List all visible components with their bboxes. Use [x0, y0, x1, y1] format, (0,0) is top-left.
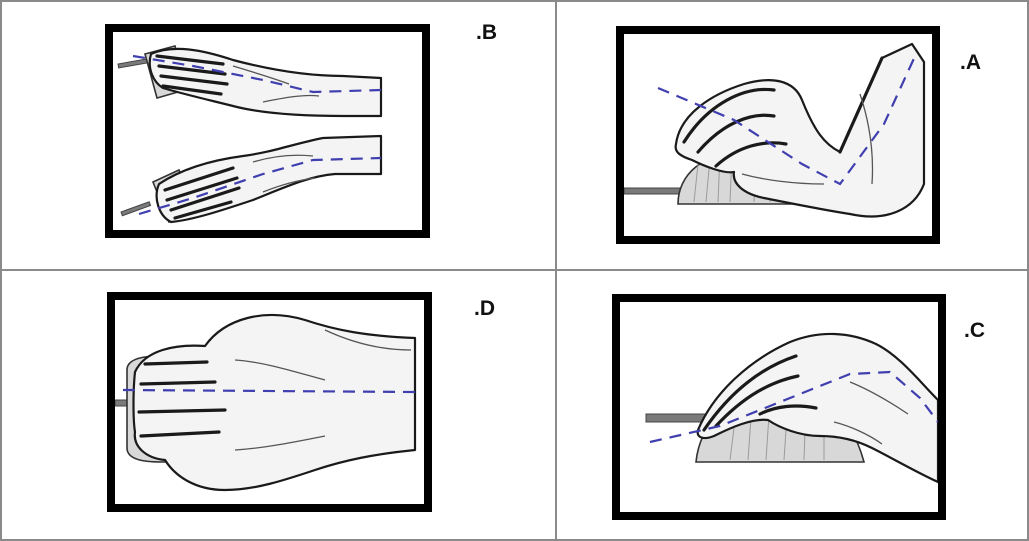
panel-d-frame: [107, 292, 432, 512]
panel-b: .B: [0, 0, 556, 270]
panel-b-frame: [105, 24, 430, 238]
panel-d-label: .D: [474, 298, 495, 319]
panel-c: .C: [556, 270, 1029, 541]
hand-side-view-bent-wrist-illustration: [624, 34, 932, 236]
panel-c-frame: [612, 294, 946, 520]
lower-hand: [121, 136, 381, 222]
upper-hand: [118, 46, 381, 116]
panel-b-label: .B: [476, 22, 497, 43]
panel-a-frame: [616, 26, 940, 244]
panel-c-label: .C: [964, 320, 985, 341]
flat-hand: [134, 315, 416, 490]
panel-d: .D: [0, 270, 556, 541]
hand-side-view-neutral-wrist-illustration: [620, 302, 938, 512]
panel-a: .A: [556, 0, 1029, 270]
hand-top-view-straight-illustration: [115, 300, 424, 504]
panel-a-label: .A: [960, 52, 981, 73]
hands-top-view-illustration: [113, 32, 422, 230]
